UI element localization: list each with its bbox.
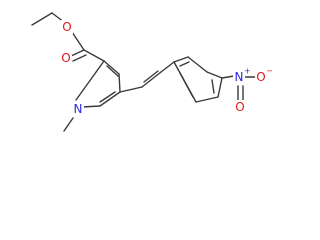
chemical-structure-diagram: O O N N + O − O <box>31 12 273 132</box>
bond-benzene-c3-c4 <box>206 71 223 79</box>
bond-n-methyl <box>63 117 74 132</box>
atom-ester-ether-oxygen: O <box>62 20 71 34</box>
atom-nitro-oxygen-double: O <box>235 100 244 114</box>
bond-pyrrole-n-c2 <box>75 60 105 101</box>
bond-ester-o-carbonyl-c <box>71 31 85 51</box>
bond-carbonyl-c-o-double-1 <box>70 49 85 57</box>
bond-benzene-c1-c2 <box>173 56 189 63</box>
atom-nitro-nitrogen: N <box>235 70 244 84</box>
bond-pyrrole-c4-c5-inner <box>99 91 116 103</box>
bond-vinyl-benzene <box>160 61 175 73</box>
bond-benzene-inner-3 <box>179 72 194 98</box>
bond-pyrrole-c4-vinyl <box>119 86 143 93</box>
charge-nitro-nitrogen: + <box>244 67 251 76</box>
bond-pyrrole-c4-c5 <box>99 91 121 107</box>
bond-carbonyl-c-pyrrole-c2 <box>83 49 105 62</box>
bond-pyrrole-c3-c4 <box>118 73 121 93</box>
bond-benzene-inner-1 <box>179 61 190 67</box>
bond-benzene-c2-c3 <box>187 56 208 73</box>
bond-pyrrole-c2-c3-inner <box>106 65 119 77</box>
bond-benzene-nitro-n <box>221 75 235 79</box>
atom-pyrrole-nitrogen: N <box>74 102 83 116</box>
bond-benzene-c4-c5 <box>217 77 223 98</box>
bond-pyrrole-c5-n <box>81 105 101 108</box>
bond-vinyl-double-inner <box>143 70 159 83</box>
bond-pyrrole-c2-c3 <box>103 60 120 75</box>
atom-nitro-oxygen-single: O <box>256 70 265 84</box>
bond-methyl-ch2 <box>31 12 53 26</box>
charge-nitro-oxygen: − <box>266 67 273 76</box>
bond-benzene-inner-2 <box>211 79 215 94</box>
bond-vinyl-double <box>141 71 162 88</box>
bond-carbonyl-c-o-double-2 <box>72 54 87 62</box>
bond-benzene-c5-c6 <box>195 96 219 103</box>
atom-ester-carbonyl-oxygen: O <box>61 51 70 65</box>
